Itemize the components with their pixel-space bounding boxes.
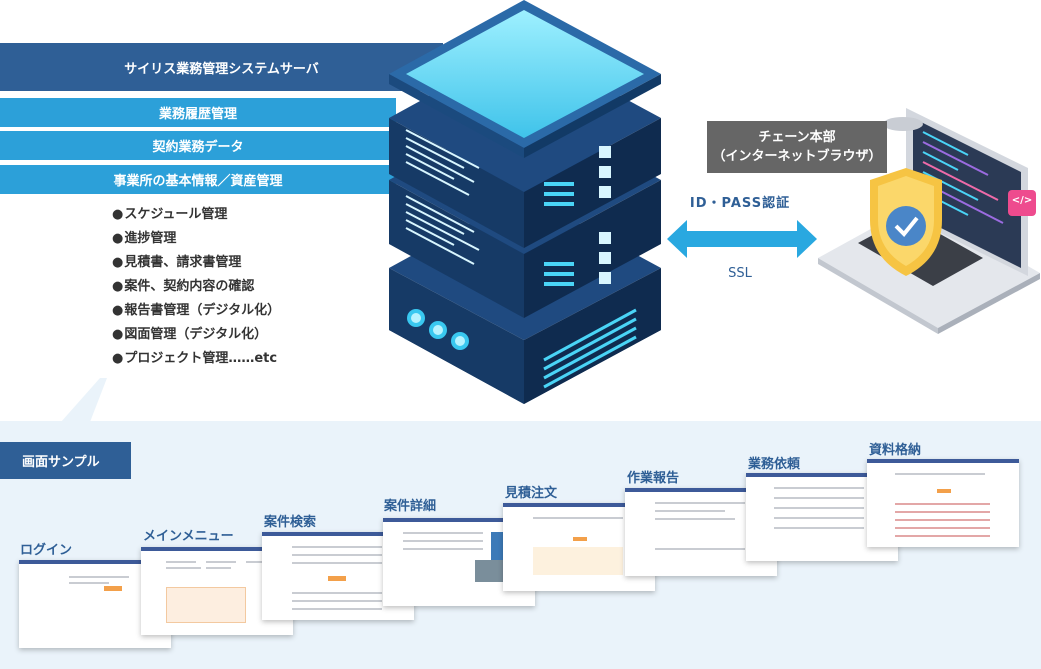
- feature-list: スケジュール管理 進捗管理 見積書、請求書管理 案件、契約内容の確認 報告書管理…: [112, 205, 280, 373]
- screen-label-main-menu: メインメニュー: [143, 529, 234, 544]
- feature-item: 案件、契約内容の確認: [112, 277, 280, 301]
- feature-item: 進捗管理: [112, 229, 280, 253]
- feature-item: 見積書、請求書管理: [112, 253, 280, 277]
- laptop-illustration: [818, 108, 1040, 334]
- chain-hq-title: チェーン本部: [758, 130, 836, 145]
- code-icon: </>: [1011, 195, 1033, 206]
- module-contract: 契約業務データ: [0, 131, 396, 160]
- server-illustration: [389, 0, 661, 404]
- auth-label: ID・PASS認証: [689, 196, 791, 211]
- feature-item: 報告書管理（デジタル化）: [112, 301, 280, 325]
- module-history: 業務履歴管理: [0, 98, 396, 127]
- chain-hq-subtitle: （インターネットブラウザ）: [712, 149, 882, 164]
- screen-label-case-search: 案件検索: [264, 515, 317, 530]
- feature-item: 図面管理（デジタル化）: [112, 325, 280, 349]
- sample-screens-tag: 画面サンプル: [0, 442, 131, 479]
- screen-label-work-report: 作業報告: [627, 471, 680, 486]
- bidirectional-arrow-icon: [667, 220, 817, 258]
- feature-item: プロジェクト管理……etc: [112, 349, 280, 373]
- screen-label-work-request: 業務依頼: [748, 457, 801, 472]
- screen-label-quote-order: 見積注文: [505, 486, 558, 501]
- callout-pointer: [61, 378, 107, 422]
- ssl-label: SSL: [728, 266, 752, 281]
- screen-label-document-storage: 資料格納: [869, 443, 922, 458]
- chain-hq-label: チェーン本部 （インターネットブラウザ）: [707, 121, 887, 173]
- screen-label-case-detail: 案件詳細: [384, 499, 437, 514]
- screen-label-login: ログイン: [20, 543, 73, 558]
- document-storage-thumbnail: [867, 459, 1019, 547]
- module-office-assets: 事業所の基本情報／資産管理: [0, 165, 396, 194]
- feature-item: スケジュール管理: [112, 205, 280, 229]
- server-title: サイリス業務管理システムサーバ: [0, 43, 443, 91]
